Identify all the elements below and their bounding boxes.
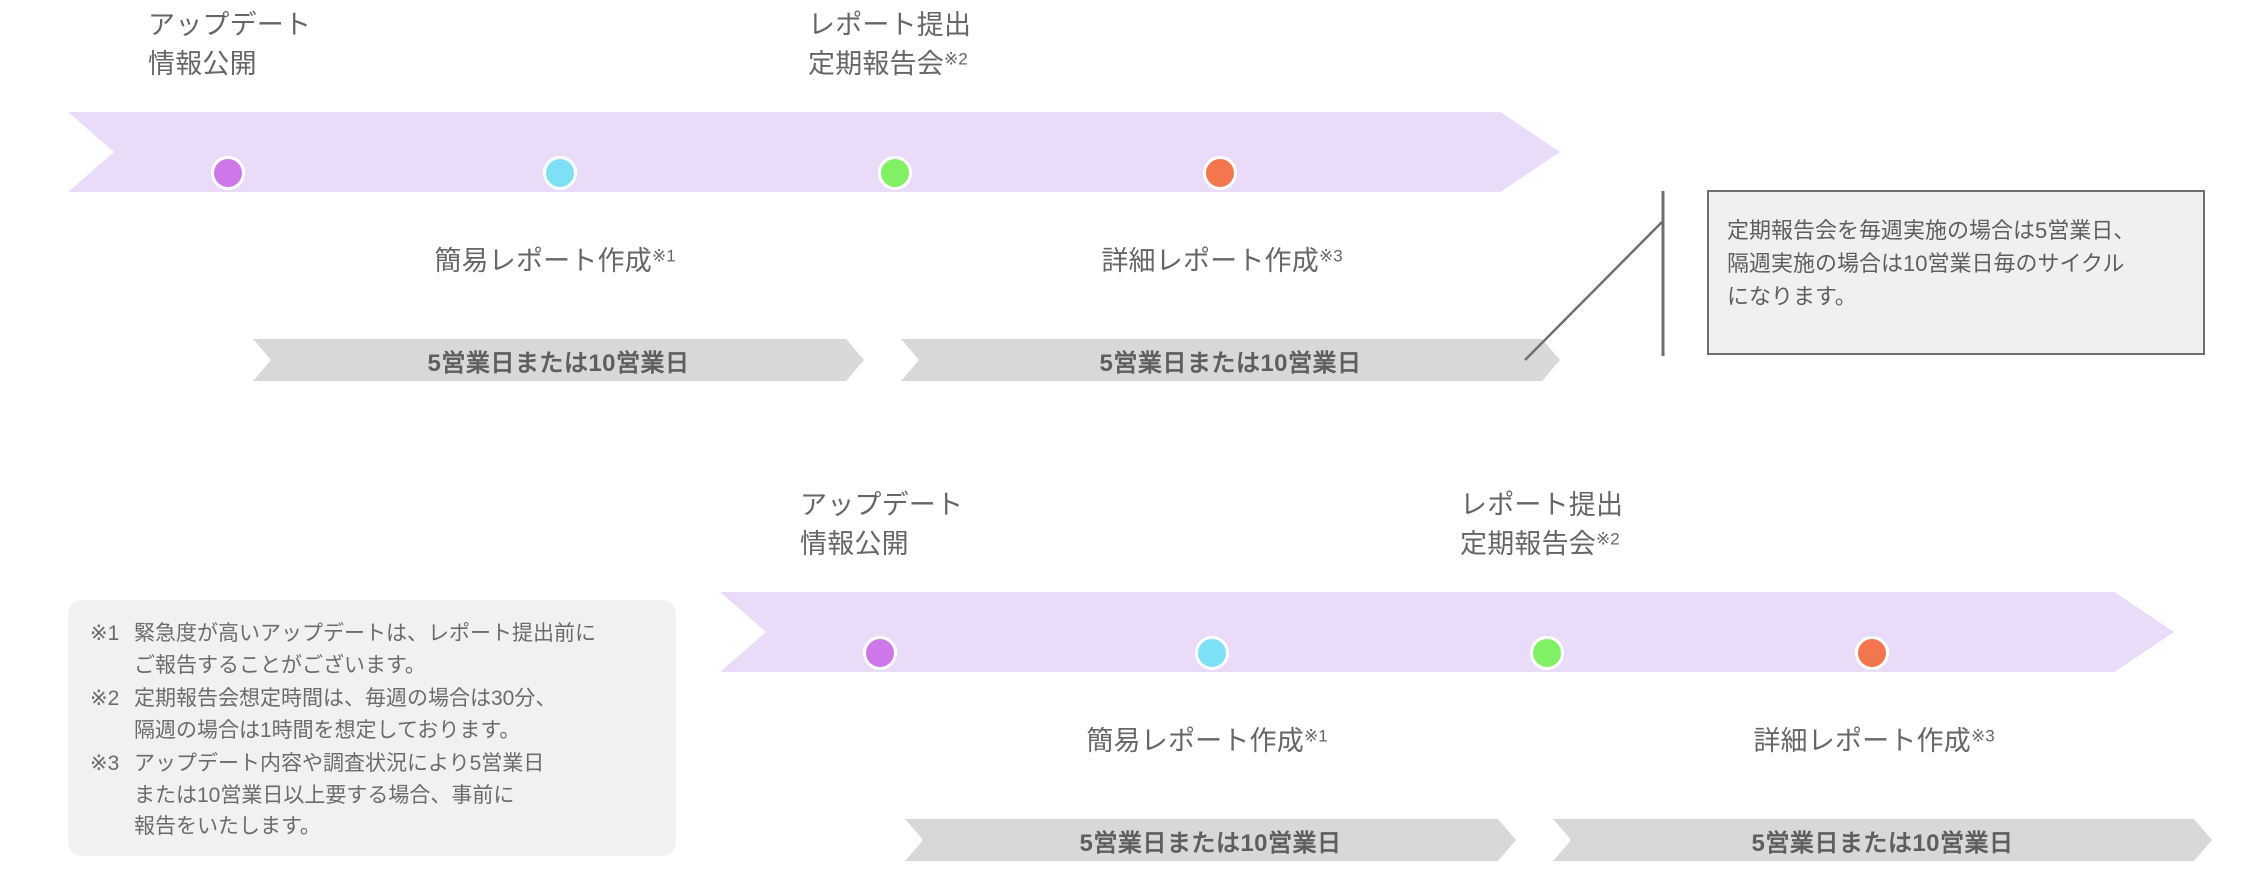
milestone-dot-detailed-report-bottom [1855, 636, 1889, 670]
milestone-dot-update-bottom [863, 636, 897, 670]
duration-badge-top-2: 5営業日または10営業日 [901, 339, 1560, 381]
label-report-submission-line1: レポート提出 [1460, 490, 1624, 520]
label-report-submission-top: レポート提出 定期報告会※2 [808, 6, 971, 84]
timeline-arrow-top [68, 112, 1560, 192]
callout-line-3: になります。 [1727, 284, 1857, 309]
callout-line-2: 隔週実施の場合は10営業日毎のサイクル [1727, 251, 2125, 276]
timeline-bottom: アップデート 情報公開 レポート提出 定期報告会※2 簡易レポート作成※1 詳細… [720, 480, 2254, 891]
label-simple-report-footnote-marker: ※1 [1303, 726, 1328, 746]
label-detailed-report-text: 詳細レポート作成 [1753, 726, 1971, 756]
label-report-submission-bottom: レポート提出 定期報告会※2 [1460, 486, 1623, 564]
footnote-marker-1: ※1 [90, 622, 120, 645]
label-detailed-report-footnote-marker: ※3 [1970, 726, 1995, 746]
label-report-submission-line2-wrap: 定期報告会※2 [808, 45, 971, 84]
footnote-item-2: ※2 定期報告会想定時間は、毎週の場合は30分、 隔週の場合は1時間を想定してお… [90, 683, 654, 747]
footnote-body-2: 定期報告会想定時間は、毎週の場合は30分、 隔週の場合は1時間を想定しております… [134, 683, 654, 747]
label-simple-report-top: 簡易レポート作成※1 [434, 242, 675, 281]
footnote-item-3: ※3 アップデート内容や調査状況により5営業日 または10営業日以上要する場合、… [90, 748, 654, 844]
milestone-dot-report-submission-bottom [1530, 636, 1564, 670]
milestone-dot-simple-report-bottom [1195, 636, 1229, 670]
label-report-submission-footnote-marker: ※2 [1596, 529, 1620, 549]
callout-leader-line [1524, 191, 1665, 361]
label-simple-report-text: 簡易レポート作成 [434, 246, 652, 276]
footnote-2-line-1: 定期報告会想定時間は、毎週の場合は30分、 [134, 686, 557, 710]
label-update-line1: アップデート [148, 10, 312, 40]
footnote-body-1: 緊急度が高いアップデートは、レポート提出前に ご報告することがございます。 [134, 618, 654, 682]
label-simple-report-text: 簡易レポート作成 [1086, 726, 1304, 756]
footnote-2-line-2: 隔週の場合は1時間を想定しております。 [134, 718, 521, 742]
label-report-submission-footnote-marker: ※2 [944, 49, 968, 69]
milestone-dot-update-top [211, 156, 245, 190]
milestone-dot-report-submission-top [878, 156, 912, 190]
label-report-submission-line2: 定期報告会 [808, 49, 944, 80]
milestone-dot-simple-report-top [543, 156, 577, 190]
timeline-top: アップデート 情報公開 レポート提出 定期報告会※2 簡易レポート作成※1 詳細… [0, 0, 1640, 400]
footnote-1-line-2: ご報告することがございます。 [134, 653, 426, 677]
label-report-submission-line2: 定期報告会 [1460, 529, 1596, 560]
label-update-top: アップデート 情報公開 [148, 6, 311, 84]
label-report-submission-line2-wrap: 定期報告会※2 [1460, 525, 1623, 564]
duration-badge-bottom-1: 5営業日または10営業日 [905, 819, 1516, 861]
label-simple-report-footnote-marker: ※1 [651, 246, 676, 266]
label-detailed-report-text: 詳細レポート作成 [1101, 246, 1319, 276]
timeline-arrow-bottom [720, 592, 2174, 672]
cycle-note-callout: 定期報告会を毎週実施の場合は5営業日、 隔週実施の場合は10営業日毎のサイクル … [1707, 190, 2205, 355]
footnote-3-line-3: 報告をいたします。 [134, 815, 321, 839]
milestone-dot-detailed-report-top [1203, 156, 1237, 190]
label-simple-report-bottom: 簡易レポート作成※1 [1086, 722, 1327, 761]
footnote-marker-3: ※3 [90, 751, 120, 775]
footnote-1-line-1: 緊急度が高いアップデートは、レポート提出前に [134, 622, 596, 645]
label-update-line1: アップデート [800, 490, 964, 520]
label-report-submission-line1: レポート提出 [808, 10, 972, 40]
duration-badge-bottom-2: 5営業日または10営業日 [1553, 819, 2212, 861]
label-update-bottom: アップデート 情報公開 [800, 486, 963, 564]
callout-line-1: 定期報告会を毎週実施の場合は5営業日、 [1727, 218, 2136, 243]
duration-badge-top-1: 5営業日または10営業日 [253, 339, 864, 381]
label-update-line2: 情報公開 [800, 529, 909, 560]
label-update-line2: 情報公開 [148, 49, 257, 80]
label-detailed-report-footnote-marker: ※3 [1318, 246, 1343, 266]
footnote-body-3: アップデート内容や調査状況により5営業日 または10営業日以上要する場合、事前に… [134, 748, 654, 844]
label-detailed-report-bottom: 詳細レポート作成※3 [1753, 722, 1994, 761]
footnote-marker-2: ※2 [90, 686, 120, 710]
label-detailed-report-top: 詳細レポート作成※3 [1101, 242, 1342, 281]
footnotes-panel: ※1 緊急度が高いアップデートは、レポート提出前に ご報告することがございます。… [68, 600, 676, 856]
footnote-3-line-1: アップデート内容や調査状況により5営業日 [134, 751, 545, 775]
footnote-3-line-2: または10営業日以上要する場合、事前に [134, 783, 515, 807]
footnote-item-1: ※1 緊急度が高いアップデートは、レポート提出前に ご報告することがございます。 [90, 618, 654, 682]
